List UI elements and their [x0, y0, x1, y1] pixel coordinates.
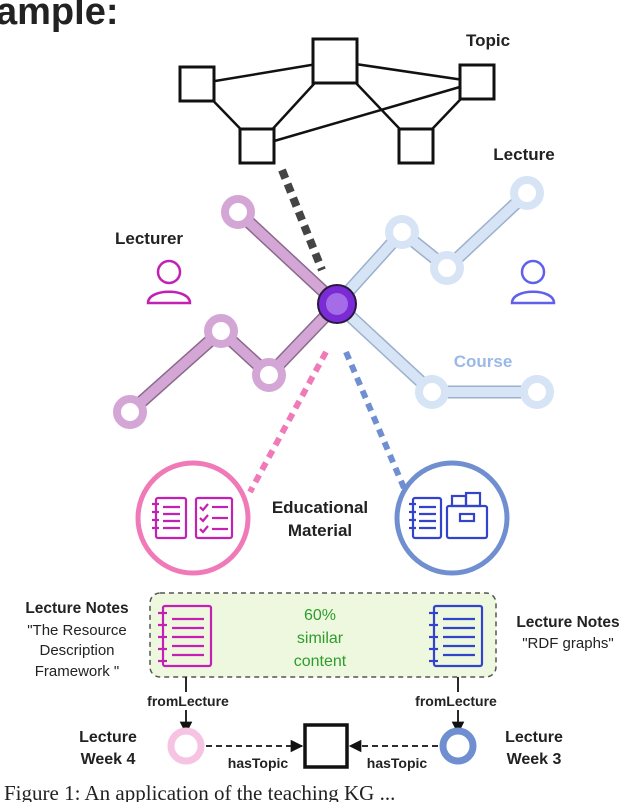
lecturer-branch [113, 195, 344, 429]
notebook-icon [152, 496, 188, 540]
right-has-topic-label: hasTopic [367, 755, 428, 771]
checklist-icon [194, 496, 234, 540]
right-relation-bg [409, 692, 503, 710]
lecture-week-3-node [439, 727, 477, 765]
lecture-week-4-label: Week 4 [81, 751, 136, 768]
right-notes-desc: "RDF graphs" [522, 635, 614, 652]
center-entity-node [317, 284, 357, 324]
educational-material-label-1: Educational [272, 498, 368, 517]
left-notes-desc-3: Framework " [35, 663, 120, 680]
shared-topic-node [303, 723, 349, 769]
course-person-icon [510, 259, 556, 305]
course-node [520, 375, 554, 409]
left-notes-desc-2: Description [39, 642, 114, 659]
right-notes-icon [429, 604, 484, 668]
lecture-node [510, 176, 544, 210]
topic-node [311, 37, 359, 85]
educational-material-label-2: Material [288, 521, 352, 540]
lecturer-node [204, 314, 238, 348]
left-has-topic-label: hasTopic [228, 755, 289, 771]
lecture-node [430, 251, 464, 285]
material-circle-pink [135, 460, 251, 576]
left-notes-icon [158, 604, 213, 668]
course-branch [330, 297, 554, 409]
material-link-blue [343, 350, 407, 490]
lecturer-label: Lecturer [115, 229, 183, 248]
file-box-icon [445, 491, 489, 540]
lecture-week-3-title: Lecture [505, 729, 563, 746]
right-notes-title: Lecture Notes [516, 614, 619, 631]
topic-node [178, 65, 216, 103]
right-from-lecture-label: fromLecture [415, 693, 497, 709]
similarity-text-2: content [294, 653, 347, 670]
topic-nodes [178, 37, 496, 165]
left-notes-desc-1: "The Resource [27, 622, 127, 639]
material-circle-blue [394, 460, 510, 576]
similarity-box [149, 592, 497, 678]
lecturer-person-icon [146, 259, 192, 305]
material-link-pink [247, 350, 329, 494]
similarity-text-1: similar [297, 630, 344, 647]
topic-node [458, 63, 496, 101]
topic-node [238, 127, 276, 165]
lecturer-node [221, 195, 255, 229]
topic-node [397, 127, 435, 165]
lecturer-node [113, 395, 147, 429]
lecturer-node [252, 358, 286, 392]
lecture-label: Lecture [493, 145, 554, 164]
lecture-week-3-label: Week 3 [507, 751, 562, 768]
left-from-lecture-label: fromLecture [147, 693, 229, 709]
left-relation-bg [141, 692, 235, 710]
notebook-icon [409, 496, 443, 540]
lecture-week-4-title: Lecture [79, 729, 137, 746]
lecture-branch [330, 176, 544, 311]
topic-label: Topic [466, 31, 510, 50]
left-notes-title: Lecture Notes [25, 600, 128, 617]
topic-link-dashed [278, 168, 326, 272]
lecture-week-4-node [167, 727, 205, 765]
caption-fragment: Figure 1: An application of the teaching… [4, 781, 395, 802]
course-node [415, 375, 449, 409]
lecture-node [385, 215, 419, 249]
similarity-percent: 60% [304, 607, 336, 624]
heading-fragment: ample: [0, 0, 118, 33]
course-label: Course [454, 352, 513, 371]
